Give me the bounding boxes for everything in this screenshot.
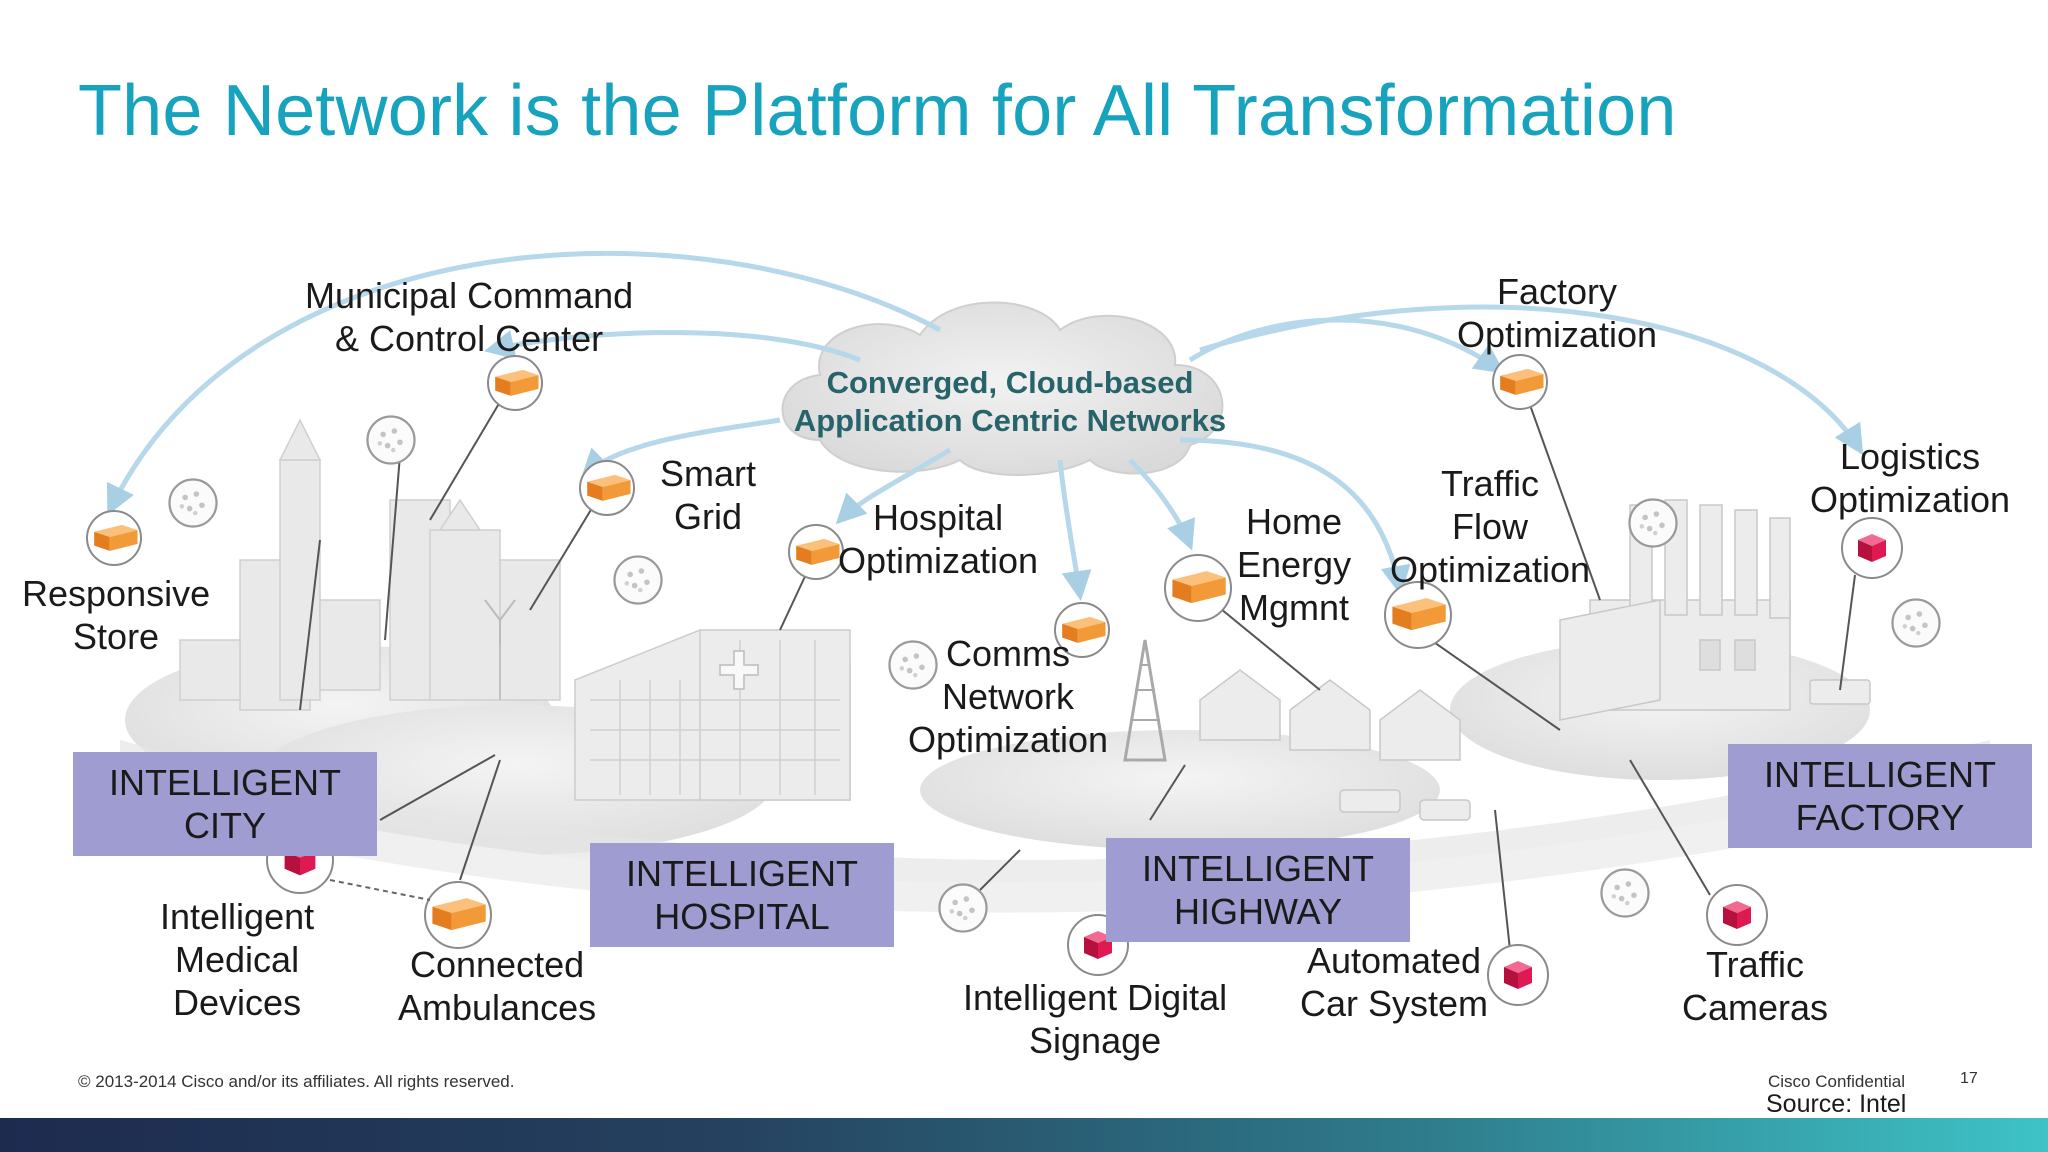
cloud [781, 301, 1224, 476]
source-note: Source: Intel [1766, 1090, 1907, 1118]
footer-gradient-bar [0, 1118, 2048, 1152]
gateway-nodes [86, 354, 1548, 949]
device-logistics [1841, 517, 1903, 579]
highway-scene [1123, 639, 1471, 821]
gateway-factory [1492, 354, 1548, 410]
gateway-store [86, 510, 142, 566]
device-traffic-camera [1706, 884, 1768, 946]
sensor-node [168, 478, 218, 528]
label-home-energy: Home Energy Mgmnt [1237, 501, 1352, 628]
label-factory-optimization: Factory Optimization [1457, 271, 1658, 355]
zone-intelligent-highway: INTELLIGENT HIGHWAY [1106, 838, 1410, 942]
cloud-label: Converged, Cloud-based Application Centr… [793, 365, 1227, 438]
sensor-node [1628, 498, 1678, 548]
slide-title: The Network is the Platform for All Tran… [78, 71, 1677, 151]
label-smart-grid: Smart Grid [660, 453, 757, 537]
zone-intelligent-hospital: INTELLIGENT HOSPITAL [590, 843, 894, 947]
label-car-system: Automated Car System [1300, 940, 1489, 1024]
copyright-text: © 2013-2014 Cisco and/or its affiliates.… [78, 1072, 515, 1091]
page-number: 17 [1960, 1070, 1978, 1087]
zone-intelligent-city: INTELLIGENT CITY [73, 752, 377, 856]
gateway-comms [1054, 602, 1110, 658]
device-nodes [266, 517, 1903, 1006]
gateway-traffic-flow [1384, 581, 1452, 649]
gateway-hospital [788, 524, 844, 580]
gateway-ambulance [424, 881, 492, 949]
label-responsive-store: Responsive Store [22, 573, 211, 657]
label-medical-devices: Intelligent Medical Devices [160, 896, 315, 1023]
label-logistics: Logistics Optimization [1810, 436, 2011, 520]
label-comms-network: Comms Network Optimization [908, 633, 1109, 760]
sensor-node [1600, 868, 1650, 918]
device-car [1487, 944, 1549, 1006]
label-connected-ambulances: Connected Ambulances [398, 944, 597, 1028]
gateway-smart-grid [579, 460, 635, 516]
sensor-node [613, 555, 663, 605]
label-traffic-flow: Traffic Flow Optimization [1390, 463, 1591, 590]
sensor-node [366, 415, 416, 465]
sensor-node [938, 883, 988, 933]
hospital-building [574, 629, 851, 801]
connector-lines [299, 384, 1856, 951]
gateway-municipal [487, 355, 543, 411]
zone-intelligent-factory: INTELLIGENT FACTORY [1728, 744, 2032, 848]
label-municipal: Municipal Command & Control Center [305, 275, 634, 359]
sensor-node [1891, 598, 1941, 648]
city-buildings [179, 418, 561, 711]
label-hospital-optimization: Hospital Optimization [838, 497, 1039, 581]
label-digital-signage: Intelligent Digital Signage [963, 977, 1228, 1061]
gateway-home-energy [1164, 554, 1232, 622]
factory-building [1559, 499, 1871, 721]
label-traffic-cameras: Traffic Cameras [1682, 944, 1829, 1028]
confidential-label: Cisco Confidential [1768, 1072, 1906, 1091]
